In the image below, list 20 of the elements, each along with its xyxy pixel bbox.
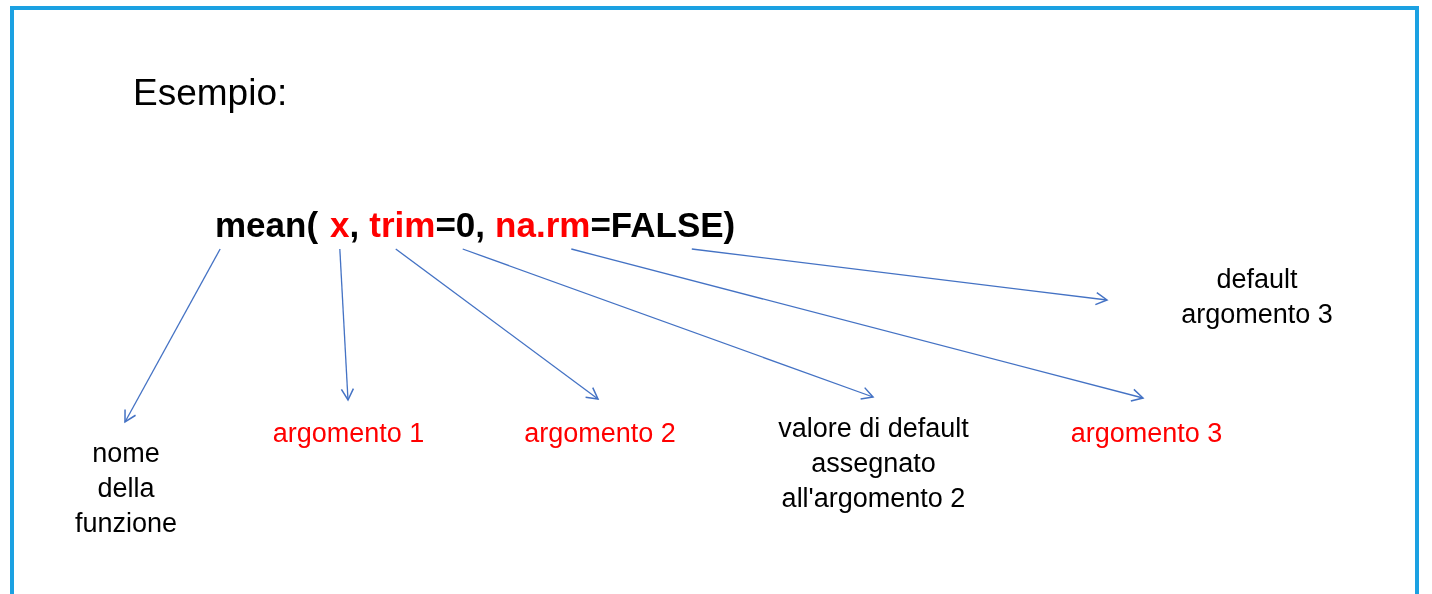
annotation-label: nome della funzione bbox=[70, 422, 182, 542]
annotation-label: argomento 3 bbox=[1040, 398, 1253, 452]
code-text: x bbox=[330, 205, 350, 245]
leader-arrow bbox=[339, 248, 355, 401]
leader-arrow bbox=[395, 248, 599, 400]
code-text: na.rm bbox=[495, 205, 591, 245]
code-text: mean( bbox=[215, 205, 319, 245]
annotation-label: valore di default assegnato all'argomento 2 bbox=[740, 397, 1007, 517]
code-text: =FALSE) bbox=[590, 205, 736, 245]
annotation-label: default argomento 3 bbox=[1107, 262, 1407, 333]
leader-arrow bbox=[462, 248, 874, 400]
slide-title: Esempio: bbox=[133, 72, 288, 114]
annotation-label: argomento 2 bbox=[495, 399, 705, 452]
leader-arrow bbox=[124, 248, 221, 423]
code-text: , bbox=[349, 205, 360, 245]
code-text: =0, bbox=[435, 205, 486, 245]
code-text: trim bbox=[369, 205, 436, 245]
leader-arrow bbox=[570, 248, 1144, 402]
leader-arrow bbox=[691, 248, 1108, 306]
annotation-label: argomento 1 bbox=[240, 400, 457, 452]
